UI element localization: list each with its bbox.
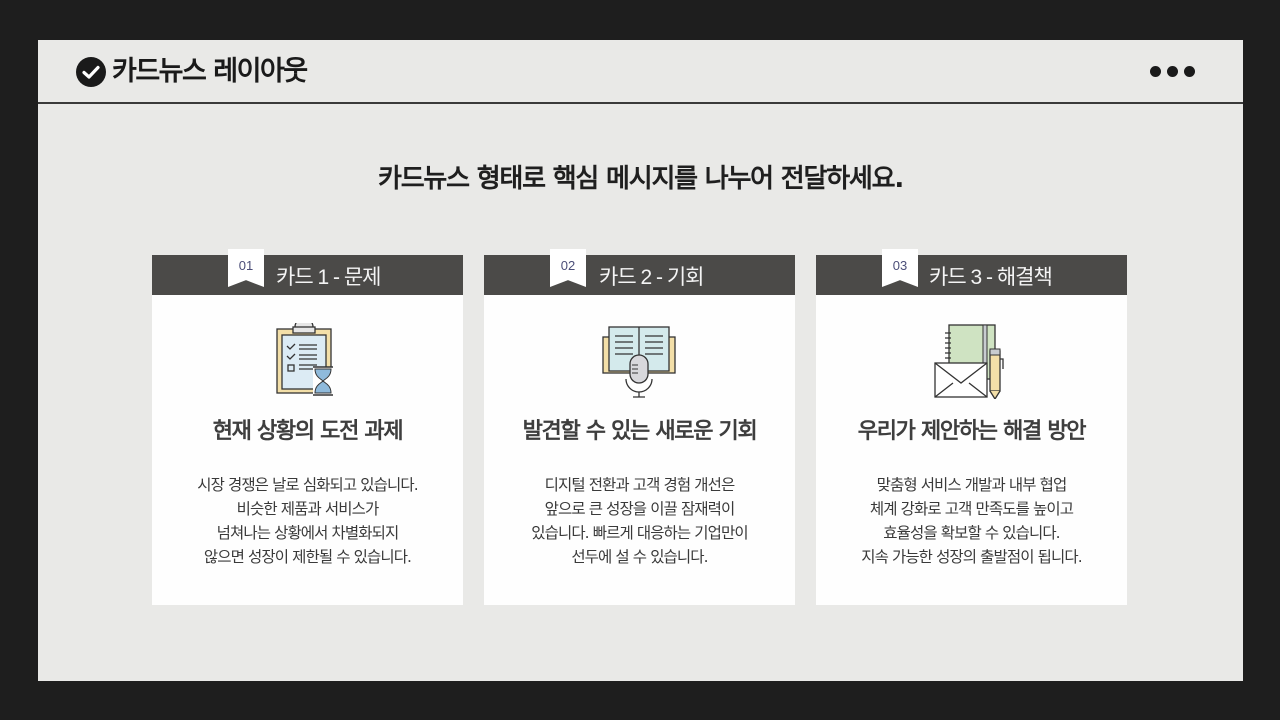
- card-label: 카드 1 - 문제: [276, 266, 381, 289]
- card-title: 우리가 제안하는 해결 방안: [857, 419, 1087, 444]
- number-ribbon: 02: [550, 249, 586, 287]
- body-line: 시장 경쟁은 날로 심화되고 있습니다.: [197, 476, 418, 494]
- body-line: 디지털 전환과 고객 경험 개선은: [544, 476, 736, 494]
- book-microphone-icon: [599, 323, 679, 399]
- body-line: 체계 강화로 고객 만족도를 높이고: [869, 500, 1074, 518]
- slide-header: 카드뉴스 레이아웃: [38, 40, 1243, 104]
- dot-icon: [1167, 66, 1178, 77]
- body-line: 지속 가능한 성장의 출발점이 됩니다.: [861, 548, 1082, 566]
- clipboard-hourglass-icon: [267, 317, 347, 399]
- card-number: 02: [560, 258, 576, 273]
- card-header: 01 카드 1 - 문제: [152, 249, 463, 295]
- slide: 카드뉴스 레이아웃 카드뉴스 형태로 핵심 메시지를 나누어 전달하세요. 01…: [38, 40, 1243, 681]
- page-title: 카드뉴스 레이아웃: [112, 56, 308, 87]
- card-body: 시장 경쟁은 날로 심화되고 있습니다. 비슷한 제품과 서비스가 넘쳐나는 상…: [152, 473, 463, 569]
- card-label: 카드 2 - 기회: [599, 266, 704, 289]
- number-ribbon: 01: [228, 249, 264, 287]
- card-body: 맞춤형 서비스 개발과 내부 협업 체계 강화로 고객 만족도를 높이고 효율성…: [816, 473, 1127, 569]
- body-line: 앞으로 큰 성장을 이끌 잠재력이: [544, 500, 736, 518]
- card-problem: 01 카드 1 - 문제 현재 상황의 도전 과제 시장 경쟁은 날로 심화되고…: [152, 249, 463, 605]
- body-line: 비슷한 제품과 서비스가: [236, 500, 380, 518]
- card-number: 01: [238, 258, 254, 273]
- card-solution: 03 카드 3 - 해결책 우리가 제안하는 해결 방안 맞춤형 서비스 개발과…: [816, 249, 1127, 605]
- dot-icon: [1184, 66, 1195, 77]
- card-header: 02 카드 2 - 기회: [484, 249, 795, 295]
- body-line: 맞춤형 서비스 개발과 내부 협업: [876, 476, 1068, 494]
- card-body: 디지털 전환과 고객 경험 개선은 앞으로 큰 성장을 이끌 잠재력이 있습니다…: [484, 473, 795, 569]
- page-subtitle: 카드뉴스 형태로 핵심 메시지를 나누어 전달하세요.: [377, 164, 904, 194]
- notebook-envelope-pencil-icon: [931, 323, 1011, 401]
- body-line: 않으면 성장이 제한될 수 있습니다.: [203, 548, 412, 566]
- card-header: 03 카드 3 - 해결책: [816, 249, 1127, 295]
- body-line: 넘쳐나는 상황에서 차별화되지: [216, 524, 400, 542]
- check-circle-icon: [76, 57, 106, 87]
- card-title: 현재 상황의 도전 과제: [212, 419, 404, 444]
- card-opportunity: 02 카드 2 - 기회 발견할 수 있는 새로운 기회 디지털 전환과 고객 …: [484, 249, 795, 605]
- dot-icon: [1150, 66, 1161, 77]
- body-line: 효율성을 확보할 수 있습니다.: [883, 524, 1060, 542]
- body-line: 있습니다. 빠르게 대응하는 기업만이: [531, 524, 748, 542]
- number-ribbon: 03: [882, 249, 918, 287]
- more-options-button[interactable]: [1150, 66, 1195, 77]
- card-title: 발견할 수 있는 새로운 기회: [522, 419, 758, 444]
- card-number: 03: [892, 258, 908, 273]
- card-label: 카드 3 - 해결책: [929, 266, 1053, 289]
- body-line: 선두에 설 수 있습니다.: [571, 548, 708, 566]
